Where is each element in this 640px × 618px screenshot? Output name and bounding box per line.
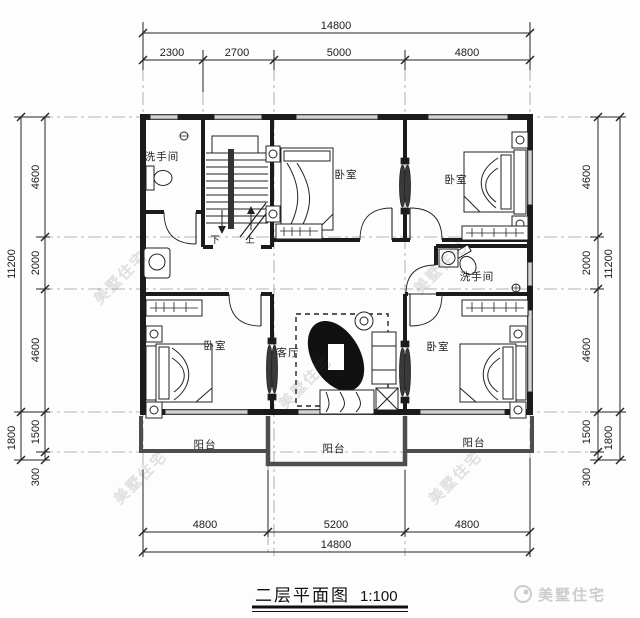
interior-window-lenses xyxy=(266,157,411,404)
label-living-room: 客厅 xyxy=(277,346,300,359)
dim-left-seg-1: 4600 xyxy=(30,165,42,189)
label-bed-top-middle: 卧室 xyxy=(335,168,358,181)
dim-right-seg-5: 300 xyxy=(581,468,593,486)
watermark-text: 美墅住宅 xyxy=(425,447,486,508)
label-balcony-center: 阳台 xyxy=(323,442,346,455)
brand-logo-text: 美墅住宅 xyxy=(538,586,606,604)
dim-bottom-seg-2: 5200 xyxy=(324,519,348,531)
room-labels: 洗手间 卧室 卧室 洗手间 卧室 客厅 卧室 阳台 阳台 阳台 xyxy=(145,150,495,455)
dim-left-total: 11200 xyxy=(6,249,18,279)
dim-left-seg-4: 1500 xyxy=(30,420,42,444)
bedroom-furniture xyxy=(145,131,529,419)
dim-bottom-seg-1: 4800 xyxy=(193,519,217,531)
label-balcony-left: 阳台 xyxy=(194,438,217,451)
dim-right-total: 11200 xyxy=(603,249,615,279)
living-room-furniture xyxy=(295,311,399,415)
balcony-rails xyxy=(139,416,534,467)
label-bed-bottom-left: 卧室 xyxy=(204,339,227,352)
drawing-scale: 1:100 xyxy=(360,588,398,605)
dim-bottom-seg-3: 4800 xyxy=(455,519,479,531)
bathroom-fixtures xyxy=(143,131,521,293)
dim-right-seg-2: 2000 xyxy=(581,251,593,275)
dim-left-seg-5: 300 xyxy=(30,468,42,486)
label-bed-bottom-right: 卧室 xyxy=(427,340,450,353)
dim-top-seg-2: 2700 xyxy=(225,47,249,59)
staircase xyxy=(206,135,273,241)
doors xyxy=(163,207,443,327)
dimension-lines xyxy=(14,22,626,557)
dim-right-lower-total: 1800 xyxy=(603,426,615,450)
label-balcony-right: 阳台 xyxy=(463,436,486,449)
drawing-title: 二层平面图 xyxy=(255,586,350,605)
dim-top-total: 14800 xyxy=(321,20,352,32)
dim-right-seg-1: 4600 xyxy=(581,165,593,189)
watermark-text: 美墅住宅 xyxy=(110,447,171,508)
stair-up-label: 上 xyxy=(245,235,255,246)
dim-top-seg-3: 5000 xyxy=(327,47,351,59)
brand-logo-icon xyxy=(514,585,532,603)
dim-left-seg-2: 2000 xyxy=(30,251,42,275)
dim-right-seg-3: 4600 xyxy=(581,338,593,362)
label-bath-right: 洗手间 xyxy=(460,270,495,283)
stair-down-label: 下 xyxy=(210,235,220,246)
dim-bottom-total: 14800 xyxy=(321,539,352,551)
label-bed-top-right: 卧室 xyxy=(445,173,468,186)
title-block: 二层平面图 1:100 xyxy=(252,586,408,612)
dimension-labels: 14800 2300 2700 5000 4800 4800 5200 4800… xyxy=(6,20,615,551)
dim-top-seg-1: 2300 xyxy=(160,47,184,59)
brand-logo-icon-dot xyxy=(523,589,529,595)
dim-left-seg-3: 4600 xyxy=(30,338,42,362)
dim-top-seg-4: 4800 xyxy=(455,47,479,59)
dim-right-seg-4: 1500 xyxy=(581,420,593,444)
label-bath-top-left: 洗手间 xyxy=(145,150,180,163)
dim-left-lower-total: 1800 xyxy=(6,426,18,450)
brand-logo: 美墅住宅 xyxy=(514,585,606,604)
